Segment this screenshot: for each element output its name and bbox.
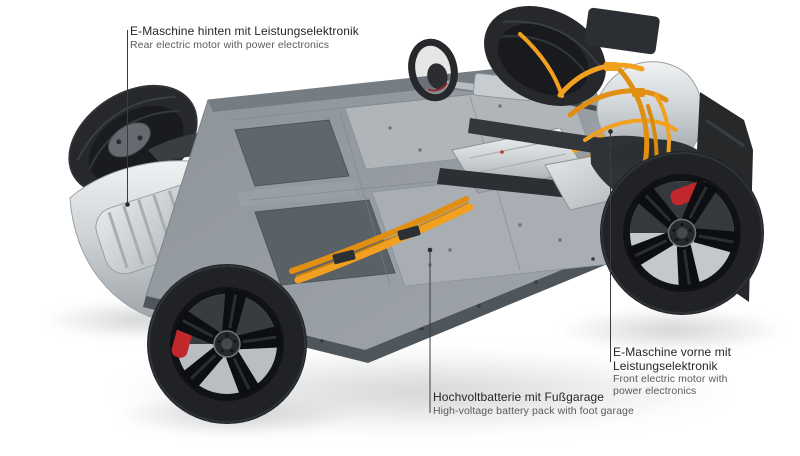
foot-garage-recess (254, 199, 396, 286)
leader-lines (125, 30, 613, 413)
front-right-wheel (600, 151, 764, 315)
battery-far-rail (208, 60, 588, 112)
lug-nuts (672, 223, 692, 242)
steering-assembly (408, 38, 615, 115)
tire-mount-plate (108, 122, 151, 158)
steering-wheel (408, 38, 458, 102)
leader-dot-battery (427, 247, 433, 253)
rear-left-wheel (147, 264, 307, 424)
rim-spokes (626, 178, 740, 290)
rim-spokes (174, 288, 283, 398)
front-brace (584, 7, 660, 55)
foot-garage-recess (234, 119, 350, 187)
leader-dot-rear-motor (125, 202, 130, 207)
leader-dot-front-motor (608, 129, 613, 134)
lug-nuts (217, 334, 237, 353)
hv-conduit (289, 196, 474, 284)
